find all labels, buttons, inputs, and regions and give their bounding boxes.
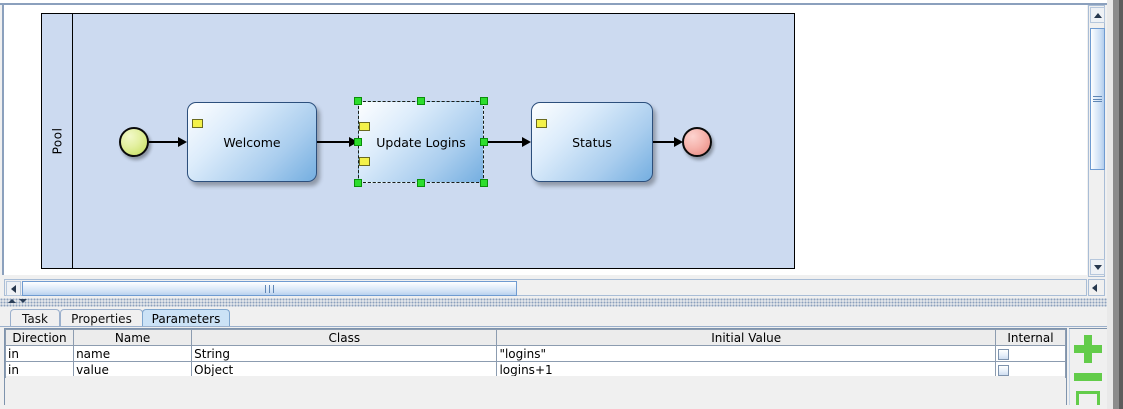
task-marker-icon bbox=[536, 119, 547, 128]
selection-handle-se[interactable] bbox=[480, 179, 488, 187]
cell-direction[interactable]: in bbox=[4, 361, 75, 378]
end-event-node[interactable] bbox=[682, 127, 712, 157]
internal-checkbox[interactable] bbox=[997, 348, 1009, 360]
column-header-internal[interactable]: Internal bbox=[994, 329, 1067, 346]
triangle-down-icon bbox=[1093, 264, 1102, 270]
column-header-name[interactable]: Name bbox=[73, 329, 193, 346]
flow-arrow-head bbox=[674, 137, 683, 147]
cell-name[interactable]: name bbox=[73, 345, 193, 362]
triangle-left-icon bbox=[11, 284, 16, 293]
scroll-left-button[interactable] bbox=[6, 281, 21, 296]
canvas-horizontal-scrollbar[interactable] bbox=[4, 279, 1087, 296]
flow-arrow-line bbox=[488, 141, 523, 143]
flow-arrow-line bbox=[653, 141, 677, 143]
window-top-frame bbox=[0, 0, 1123, 5]
window-right-frame-dark bbox=[1119, 0, 1123, 409]
table-row[interactable]: in value Object logins+1 bbox=[4, 361, 1067, 378]
edit-parameter-button[interactable] bbox=[1076, 391, 1100, 409]
flow-arrow-line bbox=[317, 141, 350, 143]
selection-handle-ne[interactable] bbox=[480, 97, 488, 105]
start-event-node[interactable] bbox=[119, 127, 149, 157]
pool-header-divider bbox=[41, 13, 73, 269]
flow-arrow-head bbox=[522, 137, 531, 147]
task-marker-icon bbox=[359, 157, 370, 166]
scrollbar-grip bbox=[1093, 95, 1102, 104]
canvas-left-border bbox=[2, 5, 4, 275]
task-marker-icon bbox=[359, 122, 370, 131]
triangle-left-icon bbox=[1092, 284, 1097, 292]
triangle-up-icon[interactable] bbox=[8, 299, 16, 303]
table-empty-area bbox=[6, 376, 1065, 408]
cell-initial-value[interactable]: logins+1 bbox=[496, 361, 996, 378]
selection-handle-n[interactable] bbox=[417, 97, 425, 105]
properties-tabbar[interactable]: Task Properties Parameters bbox=[0, 307, 1107, 327]
triangle-up-icon bbox=[1093, 12, 1102, 18]
table-header-row: Direction Name Class Initial Value Inter… bbox=[4, 329, 1067, 346]
window-right-frame-mid bbox=[1113, 0, 1119, 409]
cell-direction[interactable]: in bbox=[4, 345, 75, 362]
parameter-actions bbox=[1069, 328, 1107, 409]
scroll-up-button[interactable] bbox=[1090, 7, 1105, 23]
flow-arrow-head bbox=[178, 137, 187, 147]
selection-handle-sw[interactable] bbox=[354, 179, 362, 187]
task-marker-icon bbox=[192, 119, 203, 128]
scroll-down-button[interactable] bbox=[1090, 259, 1105, 275]
actions-separator bbox=[1069, 329, 1070, 409]
flow-arrow-line bbox=[149, 141, 179, 143]
column-header-direction[interactable]: Direction bbox=[4, 329, 75, 346]
splitter-collapse-controls[interactable] bbox=[8, 299, 27, 303]
selection-handle-w[interactable] bbox=[354, 138, 362, 146]
window-right-frame-light bbox=[1107, 0, 1113, 409]
pool-label: Pool bbox=[41, 13, 73, 269]
selection-handle-e[interactable] bbox=[480, 138, 488, 146]
selection-handle-s[interactable] bbox=[417, 179, 425, 187]
task-node-welcome[interactable]: Welcome bbox=[187, 102, 317, 182]
column-header-class[interactable]: Class bbox=[191, 329, 498, 346]
flow-arrow-head bbox=[349, 137, 358, 147]
tab-task[interactable]: Task bbox=[10, 309, 60, 327]
cell-initial-value[interactable]: "logins" bbox=[496, 345, 996, 362]
task-label: Welcome bbox=[223, 134, 281, 150]
internal-checkbox[interactable] bbox=[997, 364, 1009, 376]
vertical-scrollbar-thumb[interactable] bbox=[1090, 28, 1105, 170]
pool-label-text: Pool bbox=[49, 127, 64, 155]
tab-parameters[interactable]: Parameters bbox=[142, 309, 230, 327]
task-label: Status bbox=[572, 134, 612, 150]
task-node-status[interactable]: Status bbox=[531, 102, 653, 182]
triangle-down-icon[interactable] bbox=[19, 299, 27, 303]
cell-internal[interactable] bbox=[994, 345, 1067, 362]
table-row[interactable]: in name String "logins" bbox=[4, 345, 1067, 362]
task-label: Update Logins bbox=[376, 134, 466, 150]
scrollbar-grip bbox=[264, 282, 276, 296]
selection-handle-nw[interactable] bbox=[354, 97, 362, 105]
scrollbar-corner-button[interactable] bbox=[1088, 279, 1105, 296]
canvas-vertical-scrollbar[interactable] bbox=[1088, 5, 1105, 277]
window-top-border bbox=[0, 3, 1110, 5]
cell-class[interactable]: String bbox=[191, 345, 498, 362]
column-header-initial-value[interactable]: Initial Value bbox=[496, 329, 996, 346]
parameters-table[interactable]: Direction Name Class Initial Value Inter… bbox=[4, 328, 1067, 409]
panel-splitter[interactable] bbox=[0, 298, 1107, 307]
tabbar-underline bbox=[0, 326, 1107, 327]
add-parameter-button[interactable] bbox=[1074, 335, 1102, 363]
window-bottom-strip bbox=[0, 405, 1107, 409]
cell-name[interactable]: value bbox=[73, 361, 193, 378]
remove-parameter-button[interactable] bbox=[1074, 373, 1102, 381]
task-node-update-logins[interactable]: Update Logins bbox=[358, 101, 484, 183]
tab-properties[interactable]: Properties bbox=[60, 309, 143, 327]
diagram-canvas[interactable]: Pool Welcome Update Logins bbox=[4, 5, 1087, 275]
horizontal-scrollbar-thumb[interactable] bbox=[22, 281, 517, 296]
plus-icon bbox=[1084, 335, 1092, 363]
